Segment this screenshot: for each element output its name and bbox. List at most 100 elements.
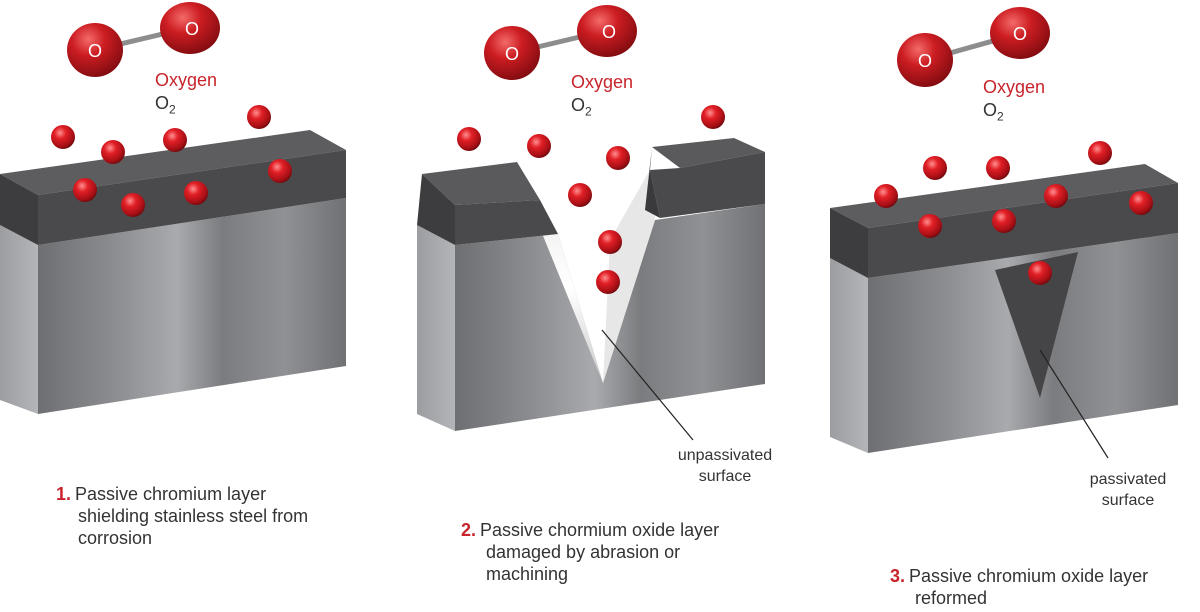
caption-line: machining — [486, 564, 569, 584]
caption-step-2: 2.Passive chormium oxide layer damaged b… — [461, 519, 791, 585]
oxygen-drop — [101, 140, 125, 164]
oxygen-drop — [701, 105, 725, 129]
oxide-layer-top — [830, 164, 1178, 228]
oxygen-formula: O2 — [155, 93, 176, 117]
broken-oxide-right-top — [652, 138, 765, 168]
oxygen-drop — [457, 127, 481, 151]
oxygen-atom-icon — [897, 33, 953, 87]
groove-back-face — [603, 170, 655, 383]
broken-oxide-right-front — [650, 152, 765, 218]
oxygen-drop — [51, 125, 75, 149]
oxygen-atom-icon — [484, 26, 540, 80]
oxygen-drop — [986, 156, 1010, 180]
formula-subscript: 2 — [585, 104, 592, 119]
oxygen-drop — [121, 193, 145, 217]
caption-step-3: 3.Passive chromium oxide layer reformed — [890, 565, 1190, 609]
oxygen-drop — [918, 214, 942, 238]
caption-line: 1.Passive chromium layer — [56, 483, 386, 505]
oxygen-drop — [163, 128, 187, 152]
callout-leader-line — [1039, 349, 1109, 459]
broken-oxide-left-front — [455, 200, 558, 245]
atom-symbol: O — [602, 22, 616, 42]
step-number: 1. — [56, 484, 72, 504]
panel-3-steel-block — [830, 164, 1178, 453]
oxygen-drop — [568, 183, 592, 207]
callout-leader-line — [601, 329, 694, 441]
oxygen-drop — [923, 156, 947, 180]
oxygen-label: Oxygen — [155, 70, 218, 90]
panel-2-steel-block — [417, 138, 765, 431]
atom-symbol: O — [505, 44, 519, 64]
oxide-layer-side — [0, 174, 38, 245]
atom-symbol: O — [1013, 24, 1027, 44]
oxygen-formula: O2 — [571, 95, 592, 119]
oxygen-atom-icon — [160, 2, 220, 54]
caption-text: Passive chormium oxide layer — [480, 520, 720, 540]
oxygen-drop — [247, 105, 271, 129]
oxygen-atom-icon — [990, 7, 1050, 59]
oxygen-drop — [1088, 141, 1112, 165]
atom-symbol: O — [185, 19, 199, 39]
formula-symbol: O — [155, 93, 170, 113]
caption-step-1: 1.Passive chromium layer shielding stain… — [56, 483, 386, 549]
oxide-layer-side — [830, 208, 868, 278]
oxygen-drop — [268, 159, 292, 183]
steel-side-face — [417, 225, 455, 431]
callout-line: surface — [698, 468, 752, 485]
formula-symbol: O — [571, 95, 586, 115]
oxide-layer-front — [868, 183, 1178, 278]
atom-symbol: O — [918, 51, 932, 71]
oxygen-formula: O2 — [983, 100, 1004, 124]
broken-oxide-left-side — [417, 174, 455, 245]
panel-2-oxygen-atoms: O O — [484, 5, 637, 80]
oxygen-drop — [874, 184, 898, 208]
oxygen-drop — [1044, 184, 1068, 208]
caption-line: corrosion — [78, 528, 153, 548]
oxygen-label: Oxygen — [571, 72, 634, 92]
formula-symbol: O — [983, 100, 998, 120]
step-number: 2. — [461, 520, 477, 540]
steel-side-face — [830, 258, 868, 453]
callout-line: unpassivated — [677, 447, 773, 464]
caption-text: Passive chromium layer — [75, 484, 267, 504]
callout-line: passivated — [1089, 471, 1167, 488]
panel-1-oxygen-atoms: O O — [67, 2, 220, 77]
oxygen-label: Oxygen — [983, 77, 1046, 97]
oxygen-atom-icon — [577, 5, 637, 57]
callout-passivated-surface: passivated surface — [1068, 469, 1188, 511]
panel-3-oxygen-drops — [874, 141, 1153, 285]
atom-symbol: O — [88, 41, 102, 61]
panel-2-oxygen-drops — [457, 105, 725, 294]
oxygen-drop — [1129, 191, 1153, 215]
caption-line: 2.Passive chormium oxide layer — [461, 519, 791, 541]
oxygen-drop — [596, 270, 620, 294]
oxygen-drop — [606, 146, 630, 170]
oxygen-drop — [1028, 261, 1052, 285]
broken-oxide-left-top — [422, 162, 540, 205]
oxygen-drop — [527, 134, 551, 158]
oxygen-atom-icon — [67, 23, 123, 77]
panel-1-steel-block — [0, 130, 346, 414]
caption-text: Passive chromium oxide layer — [909, 566, 1149, 586]
oxygen-drop — [992, 209, 1016, 233]
step-number: 3. — [890, 566, 906, 586]
caption-line: damaged by abrasion or — [486, 542, 681, 562]
oxygen-drop — [184, 181, 208, 205]
formula-subscript: 2 — [997, 109, 1004, 124]
steel-front-face — [455, 204, 765, 431]
caption-line: reformed — [915, 588, 988, 608]
oxygen-drop — [73, 178, 97, 202]
steel-front-face — [38, 198, 346, 414]
caption-line: 3.Passive chromium oxide layer — [890, 565, 1190, 587]
panel-3-oxygen-atoms: O O — [897, 7, 1050, 87]
callout-unpassivated-surface: unpassivated surface — [655, 445, 795, 487]
oxygen-drop — [598, 230, 622, 254]
caption-line: shielding stainless steel from — [78, 506, 309, 526]
steel-side-face — [0, 225, 38, 414]
broken-oxide-right-side — [645, 147, 660, 218]
panel-1-oxygen-drops — [51, 105, 292, 217]
callout-line: surface — [1101, 492, 1155, 509]
reformed-oxide-groove — [995, 252, 1078, 398]
formula-subscript: 2 — [169, 102, 176, 117]
